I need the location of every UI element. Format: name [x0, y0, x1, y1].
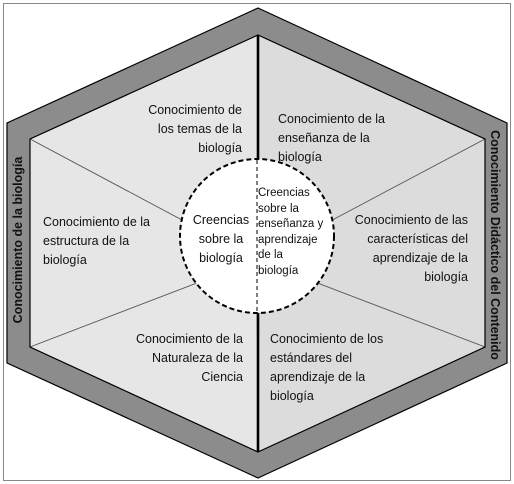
label-teaching-of-biology: Conocimiento de la enseñanza de la biolo… — [278, 112, 386, 164]
beliefs-circle — [179, 158, 335, 314]
label-beliefs-about-teaching: Creencias sobre la enseñanza y aprendiza… — [258, 187, 324, 277]
side-label-pedagogical-content-knowledge: Conocimiento Didáctico del Contenido — [488, 130, 502, 360]
label-learning-characteristics: Conocimiento de las características del … — [354, 213, 468, 284]
label-nature-of-science: Conocimiento de la Naturaleza de la Cien… — [135, 332, 243, 384]
label-beliefs-about-biology: Creencias sobre la biología — [192, 213, 250, 265]
label-structure-of-biology: Conocimiento de la estructura de la biol… — [43, 215, 151, 267]
inner-hexagon — [29, 34, 486, 453]
side-label-biology-knowledge: Conocimiento de la biología — [11, 156, 25, 324]
label-learning-standards: Conocimiento de los estándares del apren… — [270, 332, 384, 403]
label-topics-of-biology: Conocimiento de los temas de la biología — [148, 103, 242, 155]
